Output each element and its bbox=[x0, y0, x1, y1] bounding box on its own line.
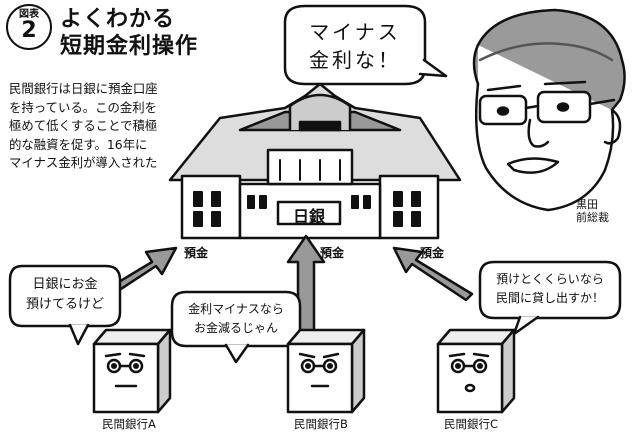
bank-b-speech-line-1: 金利マイナスなら bbox=[188, 302, 284, 316]
page-title: よくわかる 短期金利操作 bbox=[60, 6, 198, 60]
deposit-label-b: 預金 bbox=[320, 246, 345, 260]
bank-c-cube bbox=[436, 328, 516, 414]
deposit-arrow-b bbox=[286, 234, 326, 340]
bank-a-speech-line-1: 日銀にお金 bbox=[32, 277, 98, 292]
kuroda-speech-line-2: 金利な！ bbox=[309, 48, 401, 72]
bank-c-speech-line-1: 預けとくくらいなら bbox=[496, 272, 604, 286]
bank-c-speech-line-2: 民間に貸し出すか！ bbox=[495, 291, 604, 305]
deposit-arrow-c bbox=[392, 246, 474, 302]
bank-a-speech-bubble bbox=[8, 264, 122, 328]
deposit-label-c: 預金 bbox=[420, 246, 445, 260]
deposit-label-a: 預金 bbox=[184, 246, 209, 260]
bank-b-cube bbox=[286, 328, 366, 414]
bank-b-speech-text: 金利マイナスなら お金減るじゃん bbox=[172, 300, 300, 338]
bank-c-speech-bubble bbox=[478, 260, 622, 320]
bank-a-label: 民間銀行A bbox=[102, 417, 156, 431]
kuroda-caption-line-1: 黒田 bbox=[576, 198, 598, 211]
description-text: 民間銀行は日銀に預金口座を持っている。この金利を極めて低くすることで積極的な融資… bbox=[9, 81, 158, 171]
bank-b-label: 民間銀行B bbox=[294, 417, 348, 431]
bank-c-label: 民間銀行C bbox=[443, 417, 499, 431]
kuroda-caption: 黒田 前総裁 bbox=[576, 198, 609, 224]
kuroda-speech-text: マイナス 金利な！ bbox=[288, 18, 422, 74]
bank-a-speech-line-2: 預けてるけど bbox=[25, 297, 104, 312]
title-line-2: 短期金利操作 bbox=[60, 34, 199, 59]
figure-label: 図表 bbox=[19, 9, 39, 20]
bank-a-cube bbox=[92, 328, 172, 414]
figure-number: 2 bbox=[21, 18, 37, 43]
kuroda-speech-line-1: マイナス bbox=[309, 20, 401, 44]
title-line-1: よくわかる bbox=[60, 7, 176, 32]
kuroda-caption-line-2: 前総裁 bbox=[576, 211, 609, 224]
boj-sign: 日銀 bbox=[292, 207, 325, 226]
boj-building bbox=[168, 82, 462, 240]
bank-a-speech-text: 日銀にお金 預けてるけど bbox=[10, 275, 120, 315]
kuroda-portrait bbox=[472, 8, 626, 212]
figure-number-badge: 図表 2 bbox=[6, 4, 52, 50]
bank-c-speech-text: 預けとくくらいなら 民間に貸し出すか！ bbox=[480, 270, 620, 308]
bank-b-speech-bubble bbox=[170, 290, 302, 348]
bank-b-speech-line-2: お金減るじゃん bbox=[193, 321, 278, 335]
